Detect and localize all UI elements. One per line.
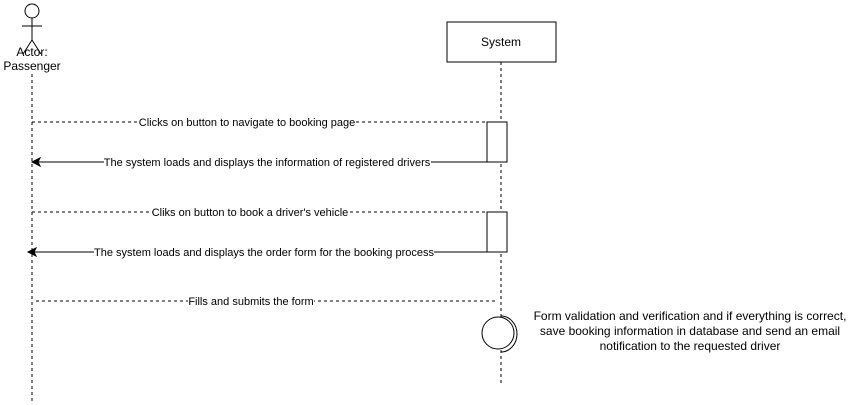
activation-bar-1 (486, 121, 508, 163)
message-2-label-bg (104, 156, 431, 168)
actor-figure (22, 3, 42, 55)
self-action-text-line2: save booking information in database and… (540, 324, 840, 338)
actor-label-line2: Passenger (3, 59, 60, 73)
message-2-label: The system loads and displays the inform… (104, 157, 431, 169)
message-5-label: Fills and submits the form (188, 296, 313, 308)
message-4-label-bg (94, 246, 434, 258)
message-4-label: The system loads and displays the order … (94, 247, 434, 259)
message-2-arrowhead (30, 156, 42, 168)
self-action-text-line3: notification to the requested driver (600, 339, 781, 353)
message-1-label-bg (139, 116, 356, 128)
self-action-circle (481, 315, 518, 353)
message-4-arrowhead (26, 246, 38, 258)
activation-bar-2 (486, 211, 508, 253)
message-3-label-bg (153, 206, 348, 218)
self-action-text-line1: Form validation and verification and if … (534, 309, 847, 323)
message-3-label: Cliks on button to book a driver's vehic… (152, 207, 349, 219)
system-participant-label: System (481, 35, 521, 49)
message-5-label-bg (188, 295, 314, 307)
message-1-label: Clicks on button to navigate to booking … (139, 117, 355, 129)
actor-label-line1: Actor: (16, 45, 47, 59)
system-participant-box[interactable] (446, 21, 557, 63)
